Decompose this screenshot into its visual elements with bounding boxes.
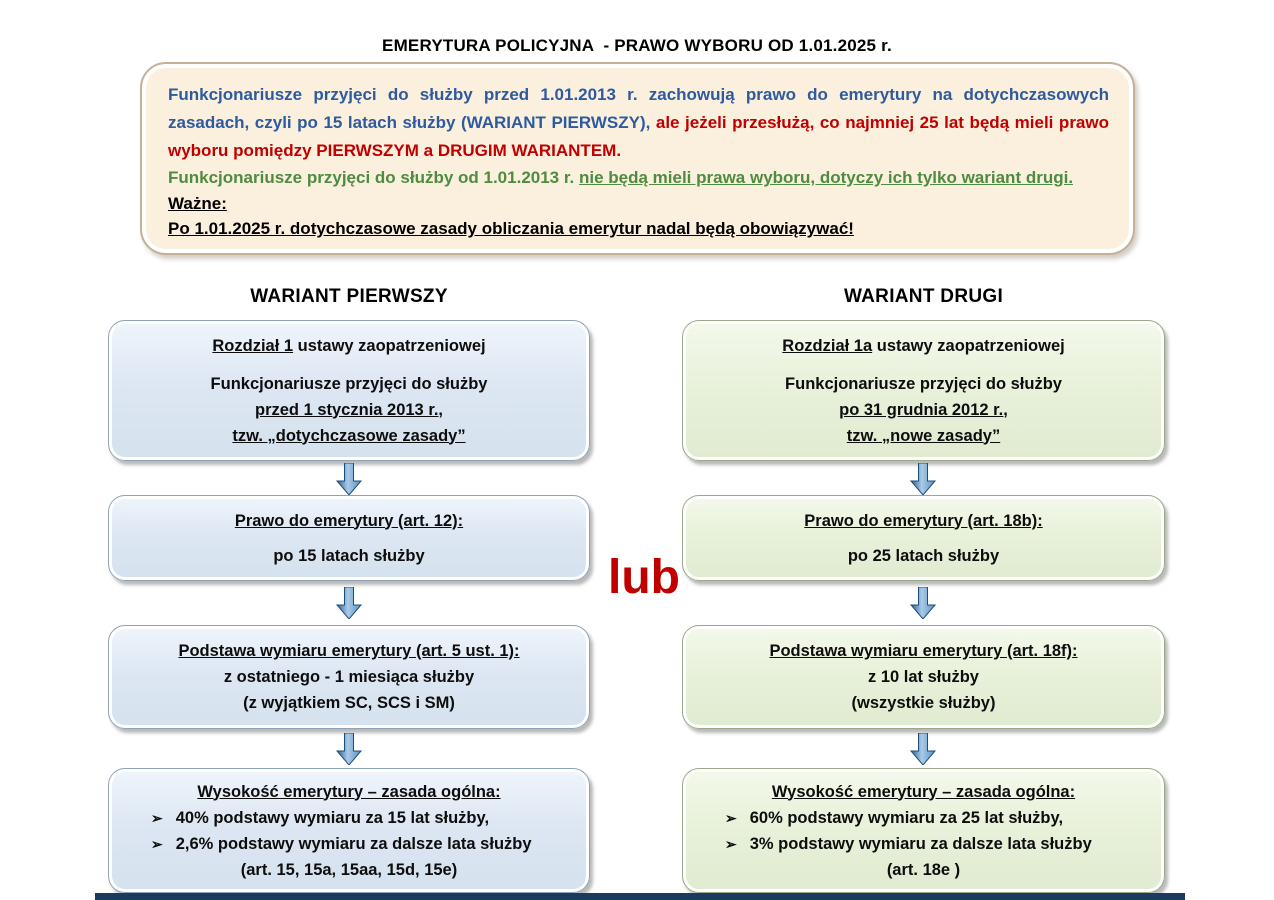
bullet-text: 60% podstawy wymiaru za 25 lat służby, xyxy=(749,808,1064,827)
bullet-item: ➢ 2,6% podstawy wymiaru za dalsze lata sł… xyxy=(151,831,532,857)
down-arrow-icon xyxy=(335,463,363,495)
box-line: z ostatniego - 1 miesiąca służby xyxy=(223,668,475,686)
box-heading: Prawo do emerytury (art. 18b): xyxy=(804,511,1043,530)
bullet-text: 3% podstawy wymiaru za dalsze lata służb… xyxy=(749,834,1092,853)
box-line: po 15 latach służby xyxy=(273,546,425,565)
box-heading: Podstawa wymiaru emerytury (art. 5 ust. … xyxy=(178,642,520,660)
variant2-box-pension-amount: Wysokość emerytury – zasada ogólna: ➢ 60%… xyxy=(682,768,1165,893)
box-heading: Wysokość emerytury – zasada ogólna: xyxy=(197,782,501,801)
arrow-bullet-icon: ➢ xyxy=(725,809,737,826)
chapter-line: Rozdział 1a ustawy zaopatrzeniowej xyxy=(782,333,1064,359)
variant2-box-assessment-basis: Podstawa wymiaru emerytury (art. 18f): z… xyxy=(682,625,1165,729)
variant2-box-chapter: Rozdział 1a ustawy zaopatrzeniowej Funkc… xyxy=(682,320,1165,461)
box-heading: Podstawa wymiaru emerytury (art. 18f): xyxy=(769,642,1078,660)
box-line: po 25 latach służby xyxy=(847,546,1000,565)
box-heading: Prawo do emerytury (art. 12): xyxy=(234,511,464,530)
intro-text-blue: Funkcjonariusze przyjęci do służby przed… xyxy=(168,85,1109,132)
chapter-ref: Rozdział 1 xyxy=(212,336,294,355)
variant1-box-pension-amount: Wysokość emerytury – zasada ogólna: ➢ 40%… xyxy=(108,768,590,893)
variant1-box-pension-right: Prawo do emerytury (art. 12): po 15 lata… xyxy=(108,495,590,581)
box-line: Funkcjonariusze przyjęci do służby xyxy=(210,374,488,393)
or-label: lub xyxy=(608,551,680,604)
warning-label: Ważne: xyxy=(168,194,227,213)
box-line-underlined: tzw. „nowe zasady” xyxy=(846,426,1001,445)
bullet-text: 2,6% podstawy wymiaru za dalsze lata słu… xyxy=(175,834,532,853)
box-line: Funkcjonariusze przyjęci do służby xyxy=(785,374,1062,393)
down-arrow-icon xyxy=(335,587,363,619)
column-header-variant-1: WARIANT PIERWSZY xyxy=(250,286,448,307)
down-arrow-icon xyxy=(909,463,937,495)
down-arrow-icon xyxy=(909,733,937,765)
box-line-underlined: przed 1 stycznia 2013 r., xyxy=(254,400,444,419)
warning-text-row: Po 1.01.2025 r. dotychczasowe zasady obl… xyxy=(168,216,1109,241)
down-arrow-icon xyxy=(909,587,937,619)
bullet-item: ➢ 60% podstawy wymiaru za 25 lat służby, xyxy=(725,805,1063,831)
bottom-slide-edge xyxy=(95,893,1185,900)
bullet-item: ➢ 40% podstawy wymiaru za 15 lat służby, xyxy=(151,805,489,831)
column-header-variant-2: WARIANT DRUGI xyxy=(843,286,1004,307)
arrow-bullet-icon: ➢ xyxy=(151,835,163,852)
intro-paragraph-choice: Funkcjonariusze przyjęci do służby przed… xyxy=(168,81,1109,165)
page-title: EMERYTURA POLICYJNA - PRAWO WYBORU OD 1.… xyxy=(382,36,892,55)
intro-text-green: Funkcjonariusze przyjęci do służby od 1.… xyxy=(168,168,579,187)
intro-text-red: ale jeżeli przesłużą, co najmniej 25 lat… xyxy=(168,113,1109,160)
box-line: z 10 lat służby xyxy=(868,668,979,686)
box-footnote: (art. 18e ) xyxy=(886,860,961,879)
box-line-underlined: po 31 grudnia 2012 r., xyxy=(839,400,1008,419)
intro-paragraph-new-officers: Funkcjonariusze przyjęci do służby od 1.… xyxy=(168,165,1109,191)
variant1-box-assessment-basis: Podstawa wymiaru emerytury (art. 5 ust. … xyxy=(108,625,590,729)
box-heading: Wysokość emerytury – zasada ogólna: xyxy=(771,782,1076,801)
warning-text: Po 1.01.2025 r. dotychczasowe zasady obl… xyxy=(168,219,854,238)
chapter-rest: ustawy zaopatrzeniowej xyxy=(293,336,486,355)
box-line: (wszystkie służby) xyxy=(851,694,996,712)
bullet-item: ➢ 3% podstawy wymiaru za dalsze lata służ… xyxy=(725,831,1092,857)
intro-note-box: Funkcjonariusze przyjęci do służby przed… xyxy=(140,62,1135,255)
chapter-rest: ustawy zaopatrzeniowej xyxy=(872,336,1065,355)
down-arrow-icon xyxy=(335,733,363,765)
intro-text-green-underline: nie będą mieli prawa wyboru, dotyczy ich… xyxy=(578,168,1074,187)
variant2-box-pension-right: Prawo do emerytury (art. 18b): po 25 lat… xyxy=(682,495,1165,581)
box-line-underlined: tzw. „dotychczasowe zasady” xyxy=(232,426,466,445)
variant1-box-chapter: Rozdział 1 ustawy zaopatrzeniowej Funkcj… xyxy=(108,320,590,461)
chapter-line: Rozdział 1 ustawy zaopatrzeniowej xyxy=(212,333,485,359)
bullet-text: 40% podstawy wymiaru za 15 lat służby, xyxy=(175,808,490,827)
chapter-ref: Rozdział 1a xyxy=(782,336,873,355)
arrow-bullet-icon: ➢ xyxy=(725,835,737,852)
warning-label-row: Ważne: xyxy=(168,191,1109,216)
arrow-bullet-icon: ➢ xyxy=(151,809,163,826)
box-line: (z wyjątkiem SC, SCS i SM) xyxy=(243,694,455,712)
box-footnote: (art. 15, 15a, 15aa, 15d, 15e) xyxy=(240,860,458,879)
